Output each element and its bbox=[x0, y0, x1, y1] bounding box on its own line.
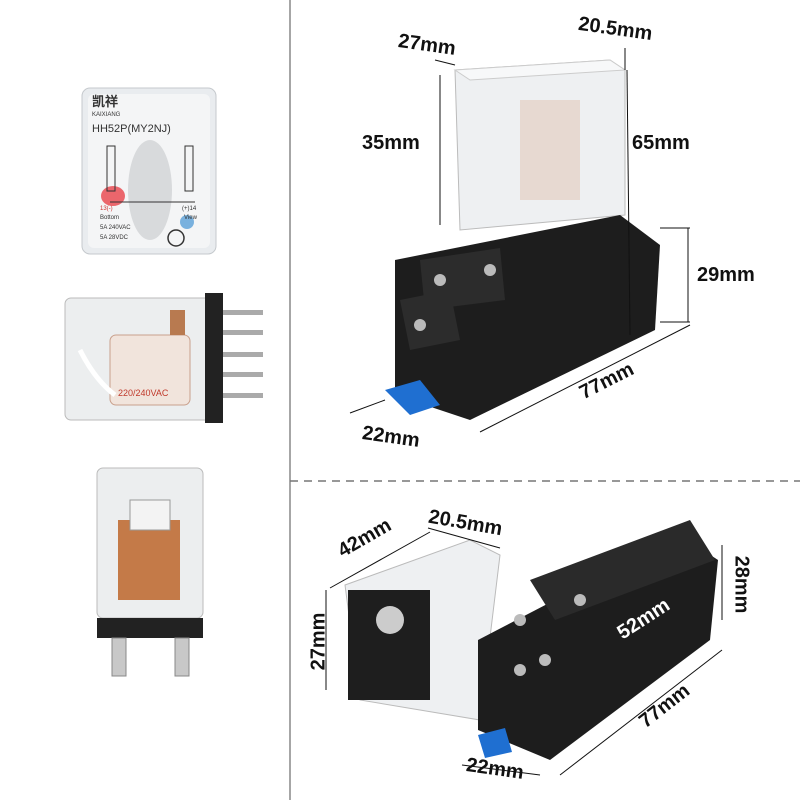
relay-on-socket bbox=[385, 59, 660, 420]
dim-socket-height: 29mm bbox=[697, 264, 755, 286]
brand-cn: 凯祥 bbox=[92, 94, 119, 109]
rating-ac: 5A 240VAC bbox=[100, 225, 131, 231]
top-dimension-lines bbox=[349, 48, 691, 433]
model-number: HH52P(MY2NJ) bbox=[92, 123, 171, 135]
dim-total-height: 65mm bbox=[632, 132, 690, 154]
coil-neg: 13(-) bbox=[100, 206, 113, 212]
dim-relay-height: 35mm bbox=[362, 132, 420, 154]
coil-print: 220/240VAC bbox=[118, 388, 169, 398]
bottom-text: Bottom bbox=[100, 215, 120, 221]
relay-side-view bbox=[64, 293, 263, 423]
rating-dc: 5A 28VDC bbox=[100, 235, 129, 241]
relay-front-view bbox=[81, 87, 217, 255]
bottom-dimension-lines bbox=[325, 527, 723, 776]
dim-relay-height-bottom: 27mm bbox=[307, 612, 330, 671]
relay-and-socket-bottom bbox=[344, 520, 718, 760]
view-text: View bbox=[184, 215, 197, 221]
coil-pos: (+)14 bbox=[182, 206, 197, 212]
brand: KAIXIANG bbox=[92, 112, 121, 118]
dim-socket-height-bottom: 28mm bbox=[730, 555, 753, 614]
relay-top-view bbox=[96, 467, 204, 677]
